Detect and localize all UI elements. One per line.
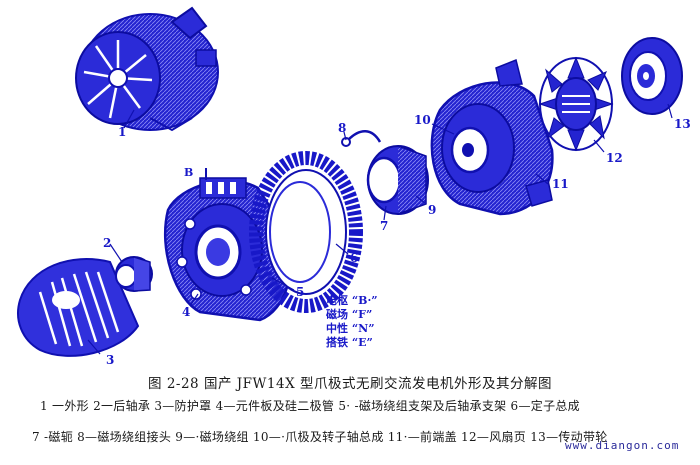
legend-armature: 电枢 “B·”: [326, 293, 378, 307]
part-12-fan: [538, 56, 614, 152]
part-6-stator-assembly: [249, 151, 363, 313]
part-13-drive-pulley: [621, 37, 683, 115]
legend-neutral: 中性 “N”: [326, 321, 375, 335]
part-number-5: 5: [296, 285, 304, 299]
part-number-6: 6: [350, 251, 358, 265]
part-8-9-field-winding: [341, 130, 429, 215]
part-number-7: 7: [380, 219, 388, 233]
legend-ground: 搭铁 “E”: [326, 335, 373, 349]
part-number-12: 12: [606, 151, 623, 165]
part-number-13: 13: [674, 117, 691, 131]
figure-title: 图 2-28 国产 JFW14X 型爪极式无刷交流发电机外形及其分解图: [148, 376, 552, 392]
part-1-assembled-alternator: [75, 6, 219, 132]
terminal-legend: 电枢 “B·” 磁场 “F” 中性 “N” 搭铁 “E”: [326, 293, 378, 349]
caption-line-1: 1 一外形 2一后轴承 3—防护罩 4—元件板及硅二极管 5· -磁场绕组支架及…: [40, 399, 580, 413]
part-number-2: 2: [103, 236, 111, 250]
part-number-labels: 1 2 3 4 5 6 7 8 9 10 11 12 13 B: [103, 113, 691, 367]
leader-lines: [87, 103, 673, 355]
part-number-9: 9: [428, 203, 436, 217]
part-2-rear-bearing: [115, 256, 153, 292]
part-3-protective-cover: [17, 258, 140, 357]
part-number-4: 4: [182, 305, 190, 319]
caption-line-2: 7 -磁轭 8—磁场绕组接头 9—·磁场绕组 10—·爪极及转子轴总成 11·—…: [32, 430, 608, 444]
part-10-11-front-cover-rotor: [430, 58, 554, 216]
part-number-1: 1: [118, 125, 126, 139]
part-number-11: 11: [552, 177, 569, 191]
part-number-8: 8: [338, 121, 346, 135]
part-number-3: 3: [106, 353, 114, 367]
watermark: www.diangon.com: [565, 439, 680, 452]
part-number-10: 10: [414, 113, 431, 127]
legend-field: 磁场 “F”: [326, 307, 372, 321]
terminal-label: B: [184, 166, 193, 179]
